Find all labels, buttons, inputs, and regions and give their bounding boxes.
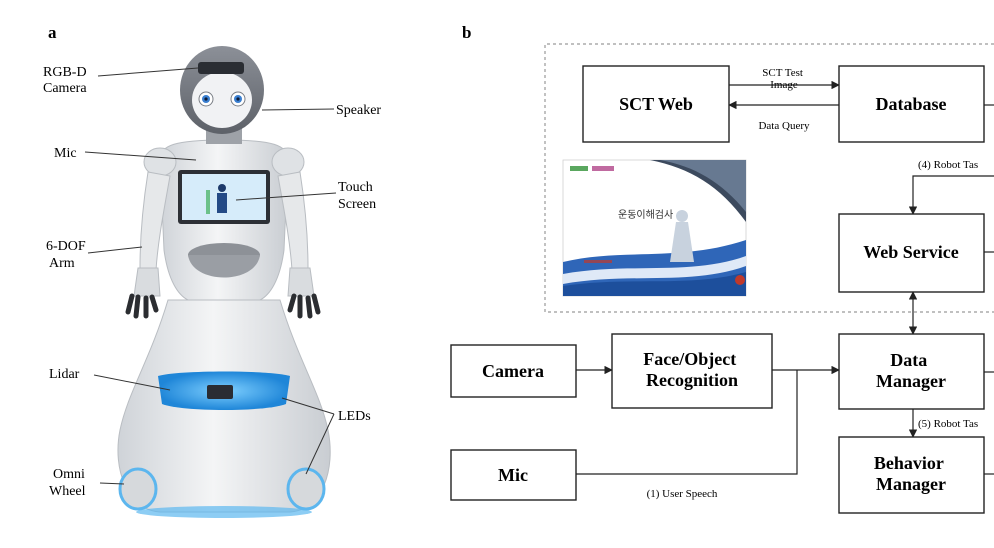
label-database: Database xyxy=(876,94,947,114)
label-mic: Mic xyxy=(54,146,77,161)
box-mic xyxy=(450,449,577,501)
edge-label-data-query: Data Query xyxy=(758,120,810,132)
label-behavior-manager: Behavior Manager xyxy=(874,453,948,494)
label-omni-wheel: Omni Wheel xyxy=(49,467,88,499)
edge-label-robot-task-5: (5) Robot Tas xyxy=(918,418,978,430)
diagram-boxes xyxy=(450,65,985,514)
edge-label-user-speech: (1) User Speech xyxy=(647,488,718,500)
box-database xyxy=(838,65,985,143)
label-mic-box: Mic xyxy=(498,465,528,485)
edge-labels: SCT Test Image Data Query (4) Robot Tas … xyxy=(647,67,979,500)
robot-callouts xyxy=(84,67,337,485)
panel-a-labels: RGB-D Camera Speaker Mic Touch Screen 6-… xyxy=(43,65,381,499)
box-face-recognition xyxy=(611,333,773,409)
edge-label-robot-task-4: (4) Robot Tas xyxy=(918,159,978,171)
edge-label-sct-test-image: SCT Test Image xyxy=(762,67,805,91)
thumbnail-korean-title: 운동이해검사 xyxy=(618,208,673,221)
panel-b-letter: b xyxy=(462,23,471,42)
box-camera xyxy=(450,344,577,398)
diagram-edges xyxy=(576,80,994,475)
label-camera: Camera xyxy=(482,361,544,381)
label-face-recognition: Face/Object Recognition xyxy=(643,349,740,390)
box-sct-web xyxy=(582,65,730,143)
box-data-manager xyxy=(838,333,985,410)
sct-thumbnail: 운동이해검사 xyxy=(562,159,747,297)
box-labels: SCT Web Database Web Service Camera Face… xyxy=(482,94,959,494)
panel-a-letter: a xyxy=(48,23,57,42)
label-leds: LEDs xyxy=(338,409,371,424)
label-rgbd: RGB-D Camera xyxy=(43,65,90,96)
label-touch-screen: Touch Screen xyxy=(338,180,376,212)
label-lidar: Lidar xyxy=(49,367,80,382)
box-web-service xyxy=(838,213,985,293)
web-region-border xyxy=(544,43,994,313)
label-speaker: Speaker xyxy=(336,103,381,118)
label-web-service: Web Service xyxy=(863,242,958,262)
robot-illustration xyxy=(117,46,331,518)
label-data-manager: Data Manager xyxy=(876,350,946,391)
label-sct-web: SCT Web xyxy=(619,94,693,114)
box-behavior-manager xyxy=(838,436,985,514)
label-arm: 6-DOF Arm xyxy=(46,239,89,271)
